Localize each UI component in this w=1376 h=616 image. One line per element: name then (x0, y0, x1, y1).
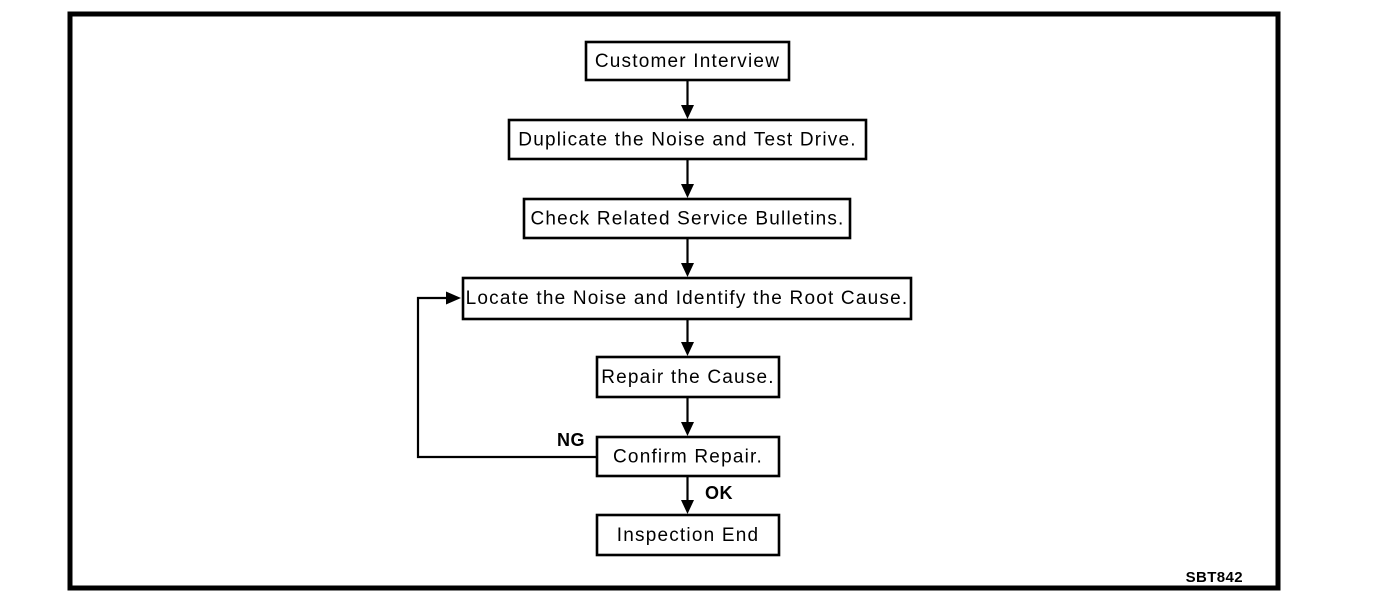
arrowhead-icon (681, 184, 694, 198)
edge-label-ng: NG (557, 430, 585, 450)
arrowhead-icon (681, 263, 694, 277)
node-label: Locate the Noise and Identify the Root C… (466, 288, 909, 309)
node-repair-cause: Repair the Cause. (595, 355, 781, 399)
node-label: Customer Interview (595, 51, 780, 72)
node-locate-noise: Locate the Noise and Identify the Root C… (461, 276, 913, 321)
edge-check-bulletins-to-locate-noise (681, 238, 694, 277)
arrowhead-icon (446, 291, 461, 305)
node-box (595, 513, 781, 557)
node-label: Repair the Cause. (601, 367, 775, 388)
node-box (595, 435, 781, 478)
edge-line (416, 296, 597, 459)
node-box (595, 355, 781, 399)
node-duplicate-noise: Duplicate the Noise and Test Drive. (507, 118, 868, 161)
edge-duplicate-noise-to-check-bulletins (681, 159, 694, 198)
edge-locate-noise-to-repair-cause (681, 319, 694, 356)
edge-confirm-repair-to-locate-noise-ng: NG (416, 291, 597, 459)
node-confirm-repair: Confirm Repair. (595, 435, 781, 478)
arrowhead-icon (681, 105, 694, 119)
figure-frame (67, 11, 1281, 591)
edge-label-ok: OK (705, 483, 733, 503)
arrowhead-icon (681, 422, 694, 436)
edge-customer-interview-to-duplicate-noise (681, 80, 694, 119)
arrowhead-icon (681, 342, 694, 356)
figure-code: SBT842 (1186, 569, 1243, 586)
node-box (507, 118, 868, 161)
edge-repair-cause-to-confirm-repair (681, 397, 694, 436)
node-label: Duplicate the Noise and Test Drive. (518, 130, 856, 151)
node-label: Check Related Service Bulletins. (530, 209, 844, 230)
node-inspection-end: Inspection End (595, 513, 781, 557)
node-check-bulletins: Check Related Service Bulletins. (522, 197, 852, 240)
arrowhead-icon (681, 500, 694, 514)
node-box (522, 197, 852, 240)
node-customer-interview: Customer Interview (584, 40, 791, 82)
node-label: Confirm Repair. (613, 447, 763, 468)
edge-confirm-repair-to-inspection-end: OK (681, 476, 733, 514)
node-label: Inspection End (617, 525, 760, 546)
